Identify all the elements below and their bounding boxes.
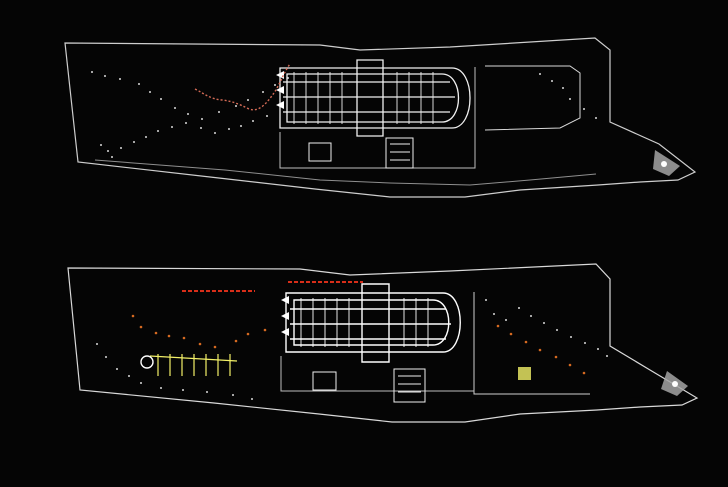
bottom-secondary-road [280,356,474,392]
bottom-yellow-accent [518,367,531,380]
bottom-site-boundary [67,263,699,423]
bottom-site-plan [67,263,699,423]
top-plaza-marker [661,161,667,167]
bottom-plaza-marker [672,381,678,387]
bottom-road [473,292,590,395]
top-inner-road [484,65,581,131]
top-site-plan [64,37,697,198]
top-cathedral [279,59,471,137]
top-lower-road [94,159,597,186]
top-cathedral-entries [276,71,284,109]
top-red-path [194,63,291,111]
bottom-tree-dots [96,299,608,400]
top-garden-dots [91,71,597,158]
top-secondary-road [279,67,476,169]
bottom-orange-dots [131,314,586,375]
bottom-roundabout [140,355,154,369]
top-site-boundary [64,37,697,198]
bottom-site-plan-panel [0,244,728,487]
bottom-yellow-parking [149,354,238,376]
bottom-cathedral [285,283,461,363]
bottom-side-buildings [312,368,426,403]
top-site-plan-panel [0,0,728,243]
top-side-buildings [308,137,414,169]
bottom-cathedral-entries [281,296,289,336]
